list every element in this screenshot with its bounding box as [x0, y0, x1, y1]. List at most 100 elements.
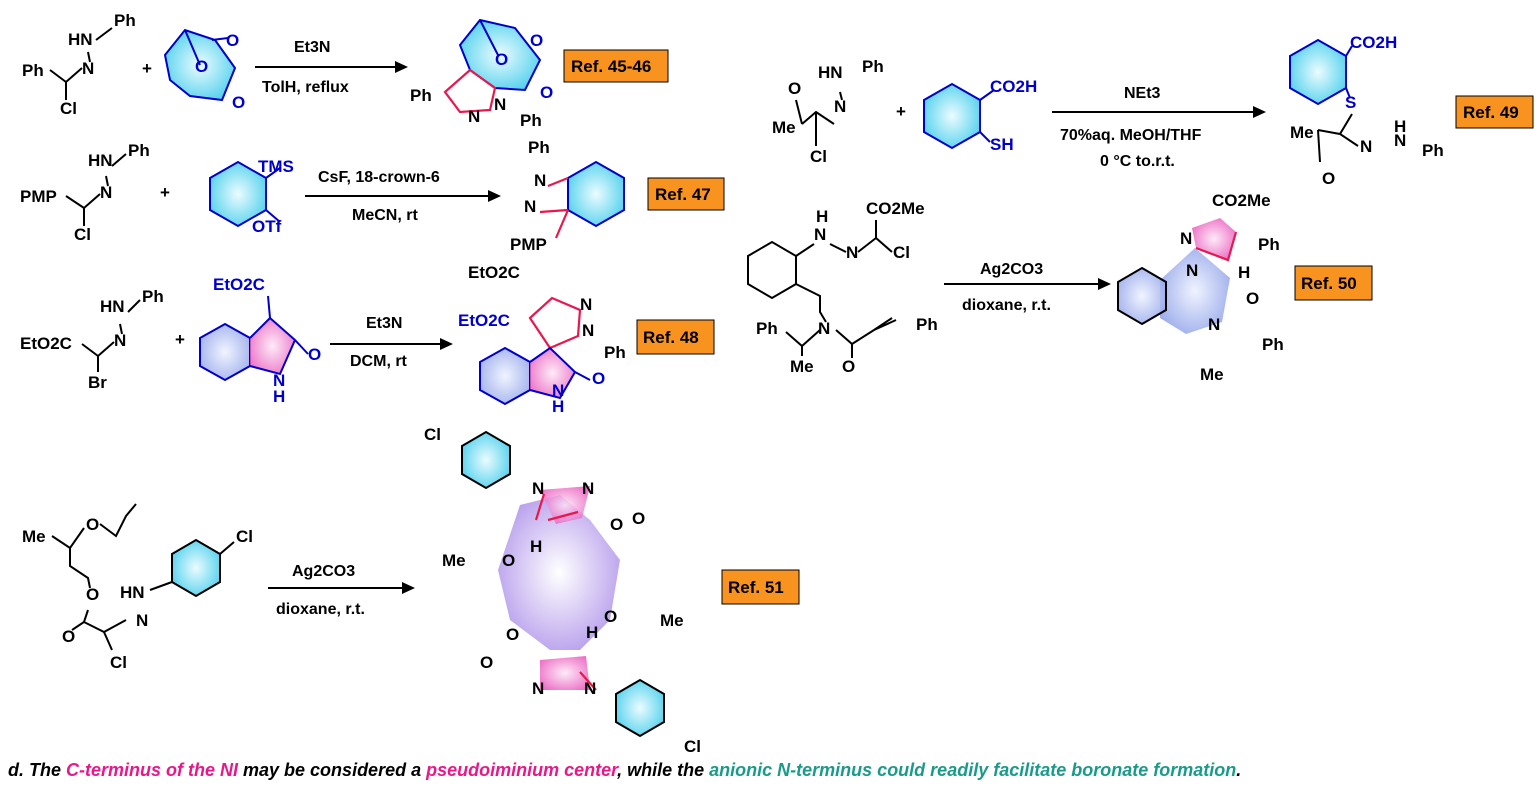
r6-p-n-top2: N — [582, 479, 594, 498]
r6-p-o-left2: O — [506, 625, 519, 644]
r2-sm-pmp: PMP — [20, 187, 57, 206]
r5-reagent-2: dioxane, r.t. — [962, 297, 1051, 314]
r6-p-n-bot1: N — [532, 679, 544, 698]
r6-sm-arene-subs — [149, 541, 235, 591]
r1-ref-box — [563, 49, 669, 83]
r2-ref-label: Ref. 47 — [655, 185, 711, 204]
r5-p-n2: N — [1186, 261, 1198, 280]
r1-p-o-mid: O — [495, 50, 508, 69]
r4-sm-bonds — [795, 91, 843, 146]
r2-p-ph: Ph — [528, 138, 550, 157]
r5-p-benzene-fill — [1118, 268, 1166, 324]
reaction-6: Me O O O HN N Cl Cl Ag2CO3 dioxane, r.t.… — [22, 425, 800, 756]
r3-p-lactam-fill — [530, 348, 575, 398]
r5-arrow-head — [1098, 278, 1111, 290]
r3-p-n1: N — [580, 295, 592, 314]
r4-sm-cl: Cl — [810, 147, 827, 166]
r5-p-diazepine-fill — [1160, 248, 1230, 334]
r4-sm-me: Me — [772, 118, 796, 137]
r1-p-o-top: O — [530, 31, 543, 50]
footnote-pseudoiminium: pseudoiminium center — [426, 760, 618, 780]
r4-p-n: N — [1360, 137, 1372, 156]
r6-p-me-left: Me — [442, 551, 466, 570]
r4-sm-hn: HN — [818, 63, 843, 82]
r3-arrow-head — [440, 338, 453, 350]
r4-thiosalicylic-subs — [979, 89, 995, 143]
r6-p-arene-top — [461, 430, 511, 490]
r2-plus: + — [160, 183, 170, 202]
r5-sm-n1: N — [814, 225, 826, 244]
r2-tms: TMS — [258, 157, 294, 176]
r5-p-ph: Ph — [1258, 235, 1280, 254]
r4-p-s: S — [1345, 93, 1356, 112]
r4-p-nh: N — [1394, 131, 1406, 150]
r1-reagent-2: TolH, reflux — [262, 79, 349, 96]
r2-sm-n: N — [100, 183, 112, 202]
r4-sm-n: N — [834, 97, 846, 116]
r6-p-n-bot2: N — [584, 679, 596, 698]
r5-sm-me: Me — [790, 357, 814, 376]
r4-thiosalicylic-fill — [924, 84, 980, 148]
r3-sm-hn: HN — [100, 297, 125, 316]
r6-sm-cl-ring: Cl — [236, 527, 253, 546]
r1-o-mid: O — [195, 57, 208, 76]
r2-indazole-benzo-fill — [568, 162, 624, 226]
r6-ref-box — [721, 569, 800, 605]
r6-sm-o-ester: O — [86, 585, 99, 604]
r2-reagent-2: MeCN, rt — [352, 207, 418, 224]
reaction-scheme: Ph HN Ph N Cl + O O O Et3N TolH, reflux … — [20, 11, 1534, 756]
r5-p-n1: N — [1180, 229, 1192, 248]
r2-otf: OTf — [252, 217, 282, 236]
r1-sm-n: N — [82, 59, 94, 78]
r1-p-n2: N — [494, 95, 506, 114]
reaction-3: EtO2C HN Ph N Br + EtO2C O N H Et3N DCM,… — [20, 263, 715, 416]
r3-sm-br: Br — [88, 373, 107, 392]
r2-reagent-1: CsF, 18-crown-6 — [318, 169, 440, 186]
r6-p-h-top: H — [530, 537, 542, 556]
r6-p-arene-top-fill — [462, 432, 510, 488]
r5-ref-label: Ref. 50 — [1301, 274, 1357, 293]
r6-p-o-left: O — [502, 551, 515, 570]
r6-p-h-bot: H — [586, 623, 598, 642]
r4-p-h: H — [1394, 117, 1406, 136]
r6-p-pyrazoline-bot-fill — [540, 656, 590, 690]
r6-p-pyrazoline-top-fill — [540, 486, 590, 524]
r1-reagent-1: Et3N — [294, 39, 330, 56]
r5-p-me: Me — [1200, 365, 1224, 384]
footnote-mid: may be considered a — [238, 760, 427, 780]
footnote-prefix: d. The — [8, 760, 66, 780]
r3-isa-benzo-fill — [200, 324, 250, 380]
r3-ref-box — [636, 319, 715, 355]
r2-sm-bonds — [65, 153, 127, 226]
r6-p-macrocycle-fill — [498, 495, 620, 650]
r3-plus: + — [175, 330, 185, 349]
r3-p-n2: N — [582, 321, 594, 340]
r6-p-cl-top: Cl — [424, 425, 441, 444]
r5-p-pyrazoline-bonds — [1195, 231, 1238, 262]
r6-reagent-2: dioxane, r.t. — [276, 601, 365, 618]
r1-arrow-head — [395, 61, 408, 73]
r6-p-arene-bot — [615, 678, 665, 738]
r6-p-o-right: O — [604, 607, 617, 626]
footnote-c-terminus: C-terminus of the NI — [66, 760, 239, 780]
r3-sm-eto2c: EtO2C — [20, 334, 72, 353]
r1-p-ph: Ph — [520, 111, 542, 130]
r3-p-h: H — [552, 397, 564, 416]
r6-p-pink-bonds — [534, 493, 597, 691]
r2-arrow-head — [488, 190, 501, 202]
r4-ref-label: Ref. 49 — [1463, 103, 1519, 122]
r3-isa-eto2c: EtO2C — [213, 275, 265, 294]
r4-p-bonds — [1317, 113, 1359, 163]
r1-plus: + — [142, 59, 152, 78]
r5-sm-o: O — [842, 357, 855, 376]
footnote-suffix: . — [1236, 760, 1242, 780]
r5-sm-n2: N — [846, 243, 858, 262]
r6-arrow-head — [402, 582, 415, 594]
r5-ref-box — [1294, 265, 1373, 301]
r5-sm-bonds-2 — [785, 317, 897, 358]
r1-p-ph-left: Ph — [410, 86, 432, 105]
reaction-1: Ph HN Ph N Cl + O O O Et3N TolH, reflux … — [22, 11, 669, 130]
r2-sm-hn: HN — [88, 151, 113, 170]
r4-p-benzene-fill — [1290, 40, 1346, 104]
r6-sm-o-ether: O — [86, 515, 99, 534]
